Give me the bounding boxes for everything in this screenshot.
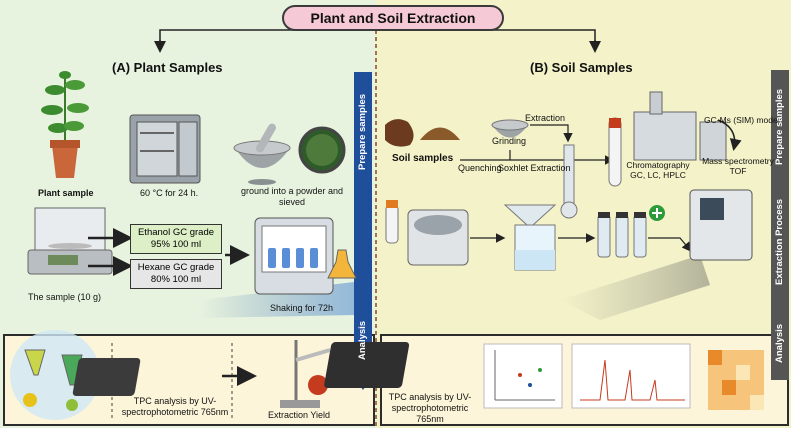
sample-weight-label: The sample (10 g): [28, 292, 102, 302]
soil-extraction-process-label: Extraction Process: [774, 198, 785, 285]
page-title: Plant and Soil Extraction: [282, 5, 504, 31]
soil-samples-label: Soil samples: [392, 153, 454, 164]
chromatogram-illustration: [571, 343, 691, 409]
soil-grinding-illustration: [491, 119, 529, 138]
grinding-label: Grinding: [492, 136, 527, 146]
centrifuge-illustration: [407, 209, 469, 266]
chromatography-label: Chromatography GC, LC, HPLC: [626, 160, 690, 180]
pca-plot-illustration: [483, 343, 563, 409]
shaking-label: Shaking for 72h: [270, 303, 334, 313]
plant-pot-illustration: [41, 71, 89, 178]
soxhlet-label: Soxhlet Extraction: [498, 163, 571, 173]
mortar-sieve-illustration: [233, 123, 346, 185]
plant-sample-label: Plant sample: [38, 188, 94, 198]
shaker-illustration: [254, 217, 357, 295]
gcms-label: GC-Ms (SIM) mode: [704, 115, 778, 125]
plant-prepare-samples-label: Prepare samples: [357, 93, 368, 170]
soil-prepare-samples-label: Prepare samples: [774, 88, 785, 165]
extraction-yield-label: Extraction Yield: [268, 410, 331, 420]
soil-analysis-label: Analysis: [774, 323, 785, 363]
rotary-evaporator-illustration: [280, 340, 331, 408]
hexane-box: Hexane GC grade 80% 100 ml: [130, 259, 222, 289]
soil-samples-illustration: [385, 119, 460, 147]
test-tube-illustration: [608, 117, 622, 187]
soxhlet-apparatus-illustration: [560, 144, 578, 219]
soil-section-title: (B) Soil Samples: [530, 60, 633, 75]
separatory-funnels-illustration: [10, 330, 100, 420]
heatmap-illustration: [708, 350, 764, 410]
extraction-label: Extraction: [525, 113, 566, 123]
microplate-illustration-plant: [72, 358, 141, 396]
sample-tube-illustration: [385, 200, 399, 244]
plant-tpc-label: TPC analysis by UV- spectrophotometric 7…: [121, 396, 229, 417]
beaker-funnel-illustration: [503, 204, 557, 271]
ethanol-box: Ethanol GC grade 95% 100 ml: [130, 224, 222, 254]
balance-illustration: [27, 207, 113, 275]
microplate-illustration-soil: [324, 342, 410, 388]
vials-illustration: [597, 212, 647, 258]
oven-illustration: [129, 114, 201, 184]
mass-spectrometer-illustration: [689, 189, 753, 261]
plant-section-title: (A) Plant Samples: [112, 60, 223, 75]
grind-label: ground into a powder and sieved: [240, 186, 344, 207]
oven-label: 60 °C for 24 h.: [140, 188, 199, 198]
quenching-label: Quenching: [458, 163, 502, 173]
plant-analysis-label: Analysis: [357, 320, 368, 360]
chromatograph-illustration: [633, 91, 727, 161]
mass-spec-label: Mass spectrometry TOF: [702, 156, 774, 176]
soil-tpc-label: TPC analysis by UV- spectrophotometric 7…: [388, 392, 472, 424]
